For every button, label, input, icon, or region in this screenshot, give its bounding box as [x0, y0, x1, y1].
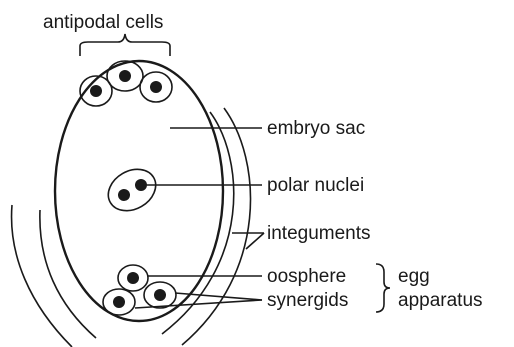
label-oosphere: oosphere: [267, 266, 346, 287]
oosphere-nucleus: [127, 272, 139, 284]
label-egg: egg: [398, 266, 430, 287]
integument-right-inner: [162, 112, 234, 334]
integument-left-outer: [12, 205, 72, 347]
label-integuments: integuments: [267, 223, 371, 244]
synergid-nucleus: [113, 296, 125, 308]
antipodal-cells: [80, 61, 172, 106]
label-synergids: synergids: [267, 290, 348, 311]
antipodal-nucleus: [150, 81, 162, 93]
polar-nuclei-cell: [101, 161, 163, 219]
polar-nuclei: [101, 161, 163, 219]
polar-nucleus: [135, 179, 147, 191]
synergid-nucleus: [154, 289, 166, 301]
antipodal-nucleus: [90, 85, 102, 97]
antipodal-nucleus: [119, 70, 131, 82]
label-antipodal-cells: antipodal cells: [43, 12, 163, 33]
leader-synergid-2: [135, 300, 262, 308]
label-polar-nuclei: polar nuclei: [267, 175, 364, 196]
antipodal-bracket: [80, 34, 170, 56]
embryo-sac-outline: [55, 61, 223, 321]
egg-apparatus-brace: [376, 264, 390, 312]
label-embryo-sac: embryo sac: [267, 118, 365, 139]
polar-nucleus: [118, 189, 130, 201]
label-apparatus: apparatus: [398, 290, 483, 311]
leader-integuments-2: [246, 233, 264, 249]
